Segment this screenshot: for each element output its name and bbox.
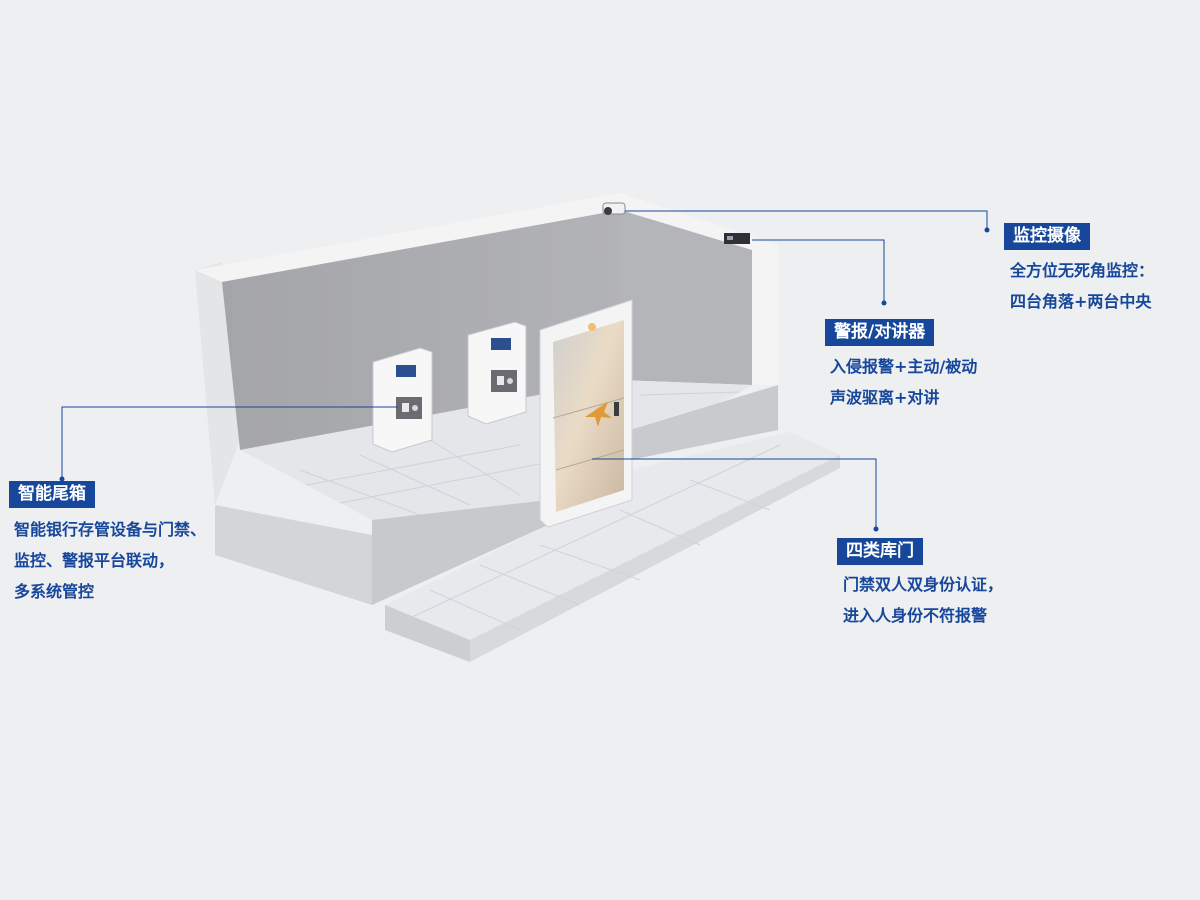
right-back-wall	[620, 210, 752, 385]
walkway-edge	[385, 605, 470, 662]
vault-door-label: 四类库门	[837, 538, 923, 565]
vault-door-icon	[539, 299, 633, 528]
alarm-intercom-label: 警报/对讲器	[825, 319, 935, 346]
camera-icon	[602, 202, 626, 215]
camera-label: 监控摄像	[1004, 223, 1090, 250]
alarm-intercom-description: 入侵报警+主动/被动 声波驱离+对讲	[830, 351, 977, 413]
right-lower-wall	[630, 385, 778, 460]
alarm-leader-dot	[881, 300, 887, 306]
alarm-leader-line	[752, 239, 885, 302]
tailbox-description-line-1: 智能银行存管设备与门禁、	[14, 520, 207, 539]
door-leader-line	[592, 458, 877, 528]
alarm-intercom-icon	[724, 233, 750, 244]
tailbox-description-line-3: 多系统管控	[14, 582, 95, 601]
tail-box-icon	[372, 321, 527, 453]
tail-box-description: 智能银行存管设备与门禁、 监控、警报平台联动， 多系统管控	[14, 514, 206, 607]
door-leader-dot	[873, 526, 879, 532]
door-description-line-1: 门禁双人双身份认证，	[843, 575, 1004, 594]
left-wall-outer	[195, 262, 240, 505]
tail-box-label: 智能尾箱	[9, 481, 95, 508]
walkway-floor	[385, 432, 840, 660]
front-wall-face	[372, 500, 548, 605]
door-description-line-2: 进入人身份不符报警	[843, 606, 988, 625]
camera-description-line-1: 全方位无死角监控：	[1010, 261, 1155, 280]
tailbox-description-line-2: 监控、警报平台联动，	[14, 551, 175, 570]
alarm-description-line-1: 入侵报警+主动/被动	[830, 357, 978, 376]
tailbox-leader-dot	[59, 476, 65, 482]
leader-lines	[61, 210, 988, 528]
camera-leader-dot	[984, 227, 990, 233]
walkway-edge-front	[470, 455, 840, 662]
front-wall	[215, 505, 372, 605]
leader-dots	[59, 227, 990, 532]
room	[195, 193, 840, 662]
vault-door-description: 门禁双人双身份认证， 进入人身份不符报警	[843, 569, 1003, 631]
floor-tile-lines	[279, 391, 741, 516]
camera-description: 全方位无死角监控： 四台角落+两台中央	[1010, 255, 1154, 317]
front-wall-top	[215, 450, 372, 535]
wall-top-rim	[195, 193, 778, 385]
tailbox-leader-line	[61, 406, 398, 478]
walkway-tile-lines	[409, 444, 781, 631]
camera-description-line-2: 四台角落+两台中央	[1010, 292, 1152, 311]
camera-leader-line	[625, 210, 988, 229]
alarm-description-line-2: 声波驱离+对讲	[830, 388, 940, 407]
